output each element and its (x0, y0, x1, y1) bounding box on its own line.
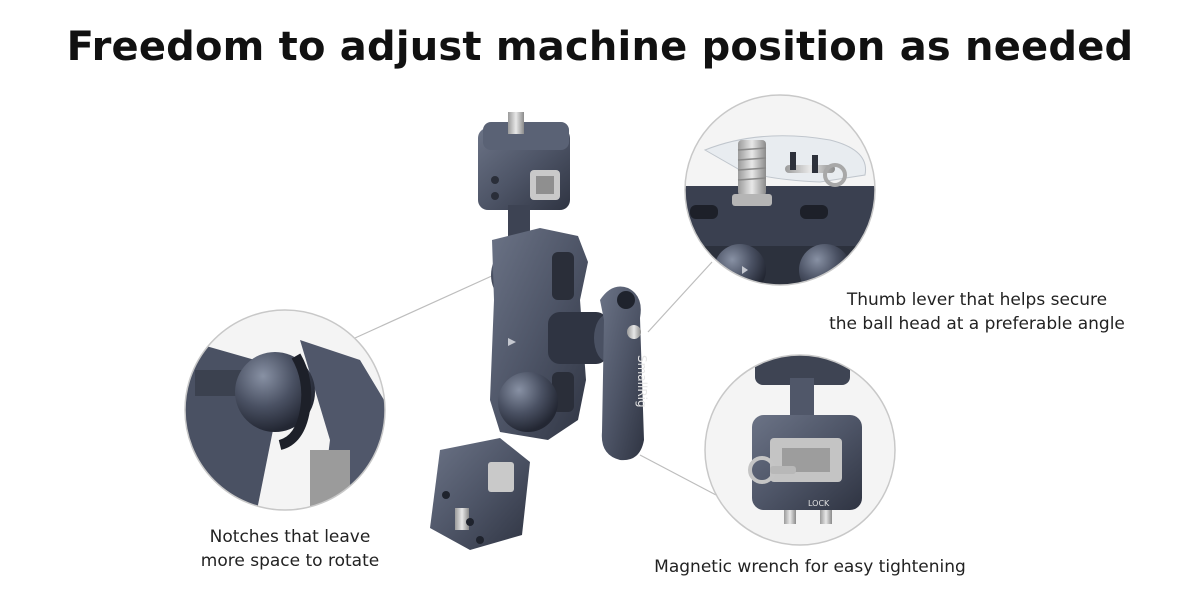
brand-text: SmallRig (635, 355, 649, 408)
leader-line-thumb-lever (647, 261, 713, 333)
callout-notches-line-1: Notches that leave (209, 527, 371, 547)
leader-line-wrench (639, 454, 717, 496)
bottom-mount-block (430, 438, 530, 550)
detail-circle-wrench: LOCK (704, 354, 896, 546)
page-title: Freedom to adjust machine position as ne… (66, 24, 1134, 70)
callout-notches-line-2: more space to rotate (200, 551, 380, 571)
thumb-lever: SmallRig (600, 286, 649, 461)
callout-wrench: Magnetic wrench for easy tightening (654, 557, 966, 577)
magic-arm-product: SmallRig (430, 112, 649, 550)
callout-thumb-lever: Thumb lever that helps secure the ball h… (812, 288, 1142, 336)
callout-thumb-lever-line-2: the ball head at a preferable angle (829, 314, 1125, 334)
lock-text: LOCK (808, 499, 830, 508)
callout-thumb-lever-line-1: Thumb lever that helps secure (846, 290, 1108, 310)
callout-notches: Notches that leave more space to rotate (180, 525, 400, 573)
leader-line-notches (354, 269, 506, 339)
detail-circle-thumb-lever (684, 94, 876, 286)
top-mount-block (478, 112, 570, 210)
detail-circle-notches (184, 309, 386, 511)
